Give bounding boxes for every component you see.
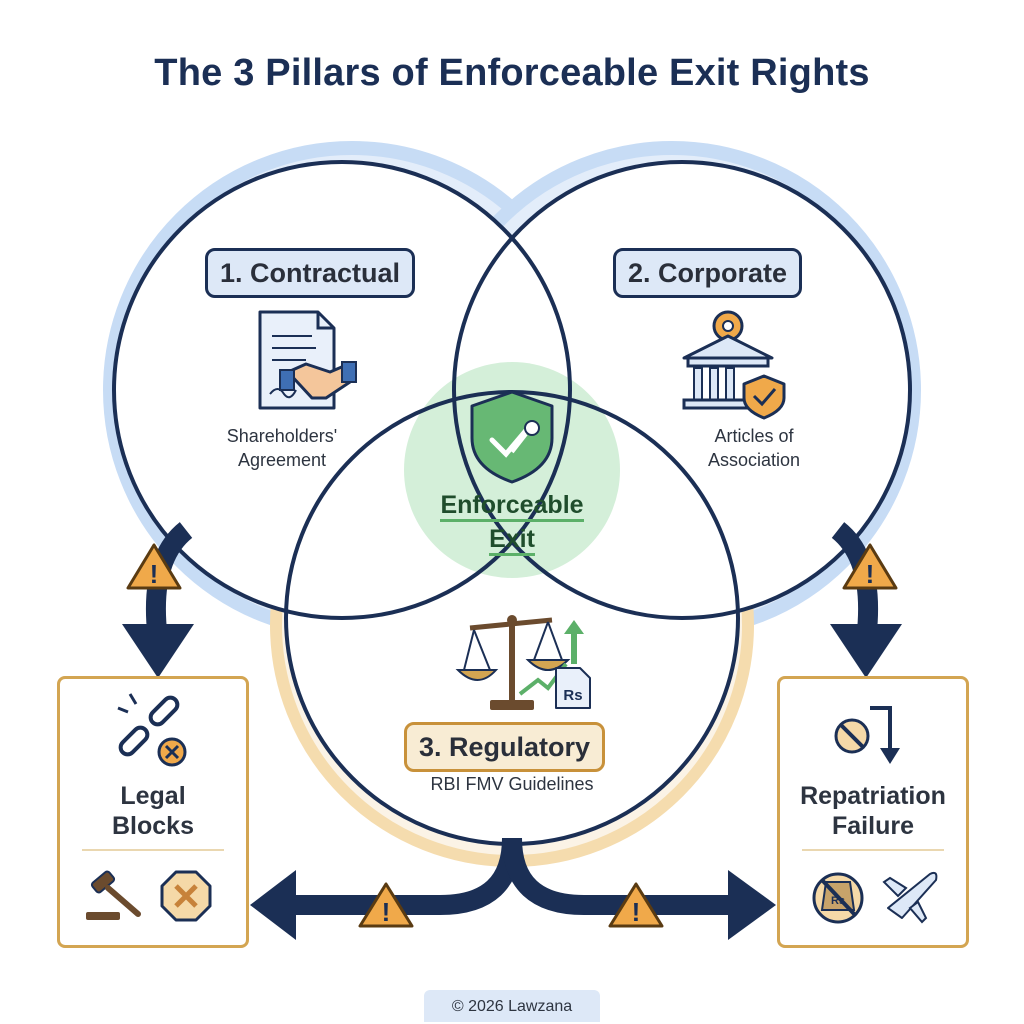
copyright-footer: © 2026 Lawzana xyxy=(424,990,600,1022)
center-label: Enforceable Exit xyxy=(412,488,612,556)
bottom-split-arrow xyxy=(250,837,776,940)
regulatory-label: 3. Regulatory xyxy=(404,722,606,772)
divider xyxy=(802,849,944,851)
center-label-line1: Enforceable xyxy=(440,491,584,522)
scales-rupee-icon: Rs xyxy=(455,615,591,710)
caption-line: Shareholders' xyxy=(226,426,338,446)
contractual-circle xyxy=(112,160,572,620)
divider xyxy=(82,849,224,851)
contractual-caption: Shareholders' Agreement xyxy=(192,424,372,472)
warning-icon: ! xyxy=(608,882,664,928)
legal-blocks-box: Legal Blocks xyxy=(57,676,249,948)
contractual-label: 1. Contractual xyxy=(205,248,416,298)
no-money-icon: Rs xyxy=(812,872,864,924)
regulatory-caption: RBI FMV Guidelines xyxy=(430,774,594,794)
corporate-label: 2. Corporate xyxy=(613,248,803,298)
document-handshake-icon xyxy=(258,310,357,410)
warning-icon: ! xyxy=(126,543,182,590)
airplane-icon xyxy=(882,871,938,924)
caption-line: Articles of xyxy=(714,426,794,446)
corporate-circle xyxy=(452,160,912,620)
corporate-caption: Articles of Association xyxy=(664,424,844,472)
svg-text:!: ! xyxy=(866,559,875,589)
svg-text:!: ! xyxy=(632,897,641,927)
broken-chain-icon xyxy=(117,693,187,767)
risk-title-line1: Repatriation xyxy=(800,782,946,810)
gavel-icon xyxy=(86,870,141,920)
caption-line: Agreement xyxy=(237,450,327,470)
warning-icon: ! xyxy=(358,882,414,928)
center-label-line2: Exit xyxy=(489,525,535,556)
blocked-return-icon xyxy=(834,706,900,764)
page-title: The 3 Pillars of Enforceable Exit Rights xyxy=(154,52,870,94)
risk-title-line2: Failure xyxy=(832,812,914,840)
stop-octagon-icon xyxy=(160,870,212,922)
warning-icon: ! xyxy=(842,543,898,590)
repatriation-failure-box: Repatriation Failure xyxy=(777,676,969,948)
risk-title-line2: Blocks xyxy=(112,812,194,840)
shield-key-icon xyxy=(470,390,554,484)
svg-text:Rs: Rs xyxy=(563,687,582,704)
building-gear-shield-icon xyxy=(682,310,786,420)
risk-title-line1: Legal xyxy=(120,782,186,810)
caption-line: Association xyxy=(707,450,801,470)
svg-text:!: ! xyxy=(382,897,391,927)
svg-text:!: ! xyxy=(150,559,159,589)
